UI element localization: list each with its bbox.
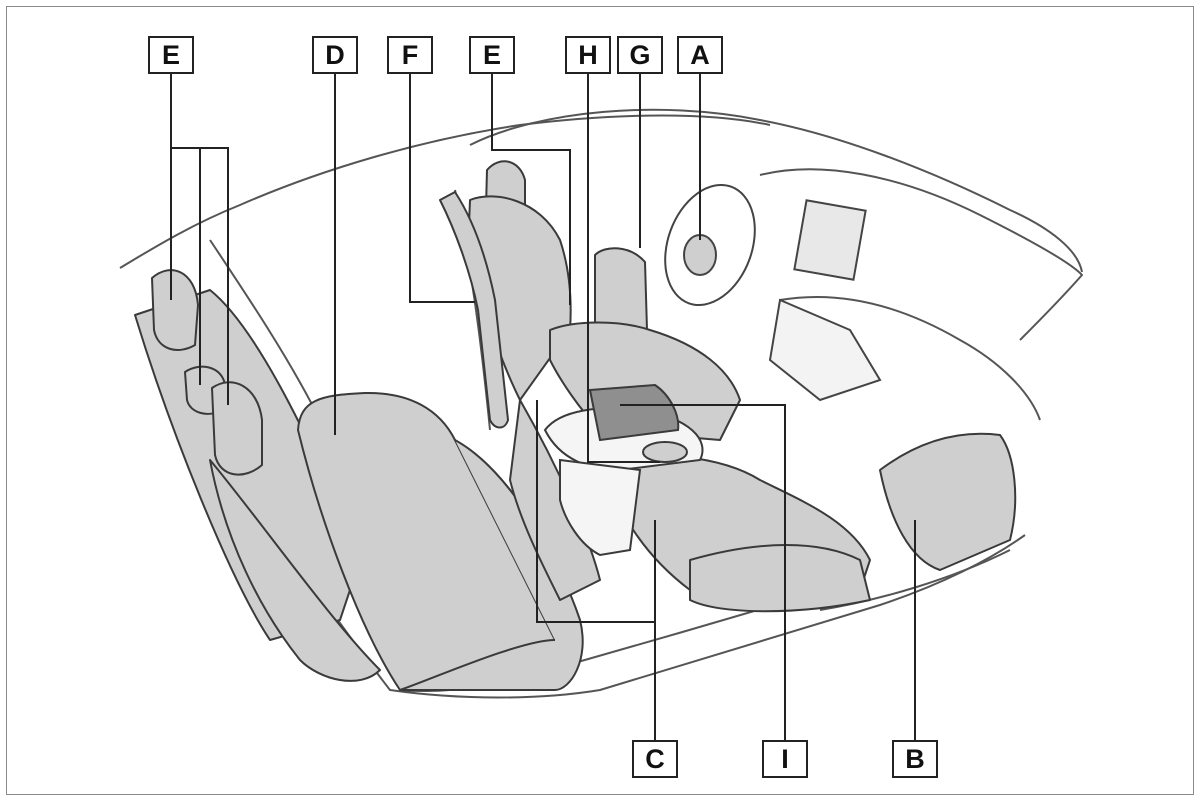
- dash-screen: [793, 199, 867, 281]
- driver-seat-cushion-back: [509, 399, 601, 601]
- diagram-frame: [6, 6, 1194, 795]
- leader-I: [620, 404, 786, 740]
- rear-seat-cushion: [209, 459, 381, 682]
- rear-door-line: [209, 239, 321, 421]
- center-console: [543, 383, 704, 557]
- cupholder: [642, 441, 688, 463]
- console-tray: [588, 383, 680, 442]
- roof-line: [119, 114, 771, 269]
- rear-seat-group: [134, 269, 381, 682]
- dashboard-top: [759, 168, 1083, 341]
- steering-wheel: [664, 183, 756, 307]
- callout-D-passenger-seat: D: [312, 36, 358, 74]
- windshield-frame: [469, 108, 1083, 273]
- right-floor-pad: [879, 432, 1017, 571]
- callout-B-floor: B: [892, 740, 938, 778]
- leader-lines: [170, 73, 916, 740]
- driver-seat: [439, 160, 601, 601]
- leader-E2: [491, 73, 571, 305]
- leader-E1-b: [171, 147, 229, 405]
- callout-E-front-headrests: E: [469, 36, 515, 74]
- rear-headrest-outer: [151, 269, 199, 351]
- right-front-lower: [689, 544, 871, 613]
- leader-C: [536, 400, 656, 623]
- dash-console: [768, 298, 882, 402]
- dashboard-lower: [779, 295, 1041, 421]
- steering-area: [664, 183, 882, 402]
- rear-right-area: [689, 432, 1017, 613]
- console-box: [559, 458, 642, 557]
- seatbelt: [439, 191, 509, 429]
- callout-F-seatbelt: F: [387, 36, 433, 74]
- callout-E-rear-headrests: E: [148, 36, 194, 74]
- callout-I-tray: I: [762, 740, 808, 778]
- rear-headrest-inner: [211, 381, 263, 476]
- callout-C-seats: C: [632, 740, 678, 778]
- floor-right: [599, 534, 1026, 691]
- steering-hub: [683, 234, 717, 276]
- callout-H-console: H: [565, 36, 611, 74]
- callout-A-steering: A: [677, 36, 723, 74]
- callout-G-dash: G: [617, 36, 663, 74]
- leader-F: [409, 73, 475, 303]
- leader-H: [587, 73, 660, 463]
